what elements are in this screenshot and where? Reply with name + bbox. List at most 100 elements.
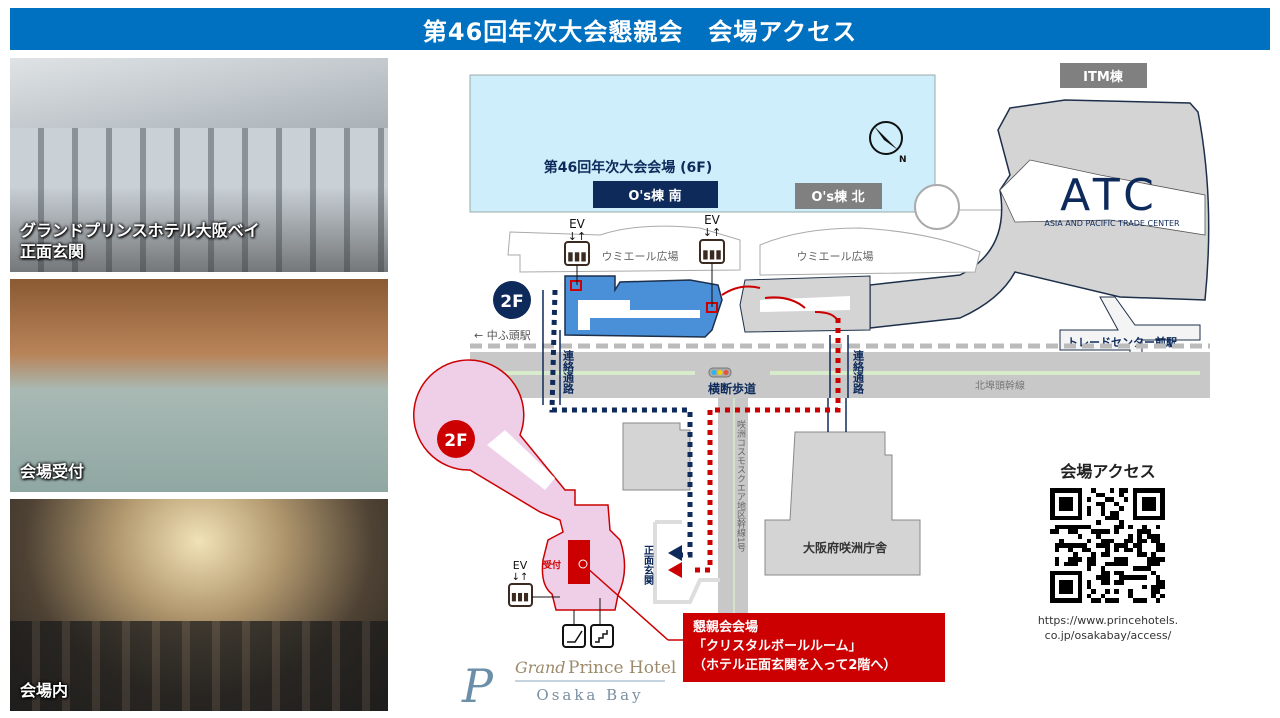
qr-module [1155,589,1161,594]
qr-module [1091,575,1096,580]
qr-module [1091,488,1096,493]
qr-module [1082,497,1087,502]
elevator-icon: EV ↓↑ ▮▮▮ [508,559,560,607]
qr-module [1077,593,1083,599]
qr-module [1077,570,1083,576]
qr-module [1128,515,1133,521]
qr-module [1091,598,1096,603]
qr-module [1059,598,1064,603]
qr-module [1095,543,1101,548]
qr-module [1082,566,1087,571]
qr-module [1054,593,1060,599]
itm-label: ITM棟 [1083,69,1124,85]
qr-module [1095,598,1101,603]
hotel-corridor [487,430,555,490]
qr-module [1118,556,1124,562]
qr-module [1077,533,1083,539]
qr-module [1068,529,1073,534]
qr-module [1095,529,1101,534]
qr-module [1146,547,1152,553]
qr-module [1050,575,1055,580]
qr-module [1141,538,1147,544]
qr-module [1141,566,1147,571]
qr-module [1132,556,1138,562]
qr-module [1132,570,1138,576]
qr-module [1132,593,1138,599]
qr-code[interactable] [1050,488,1165,603]
qr-module [1155,593,1161,599]
qr-module [1155,575,1161,580]
qr-module [1050,598,1055,603]
qr-module [1128,589,1133,594]
qr-module [1160,598,1165,603]
callout-leader [585,566,669,641]
qr-module [1118,566,1124,571]
qr-module [1109,579,1115,585]
qr-module [1155,501,1161,507]
qr-module [1132,515,1138,521]
qr-module [1146,543,1152,548]
qr-module [1095,589,1101,594]
qr-module [1068,524,1073,530]
qr-module [1105,520,1110,525]
qr-module [1132,501,1138,507]
qr-module [1100,584,1106,590]
qr-module [1059,488,1064,493]
qr-module [1072,561,1078,567]
qr-module [1077,552,1083,557]
qr-module [1114,492,1119,498]
qr-module [1091,543,1096,548]
qr-module [1141,501,1147,507]
qr-module [1059,538,1064,544]
qr-module [1063,552,1069,557]
qr-module [1128,529,1133,534]
qr-module [1091,556,1096,562]
qr-module [1118,579,1124,585]
qr-module [1114,561,1119,567]
qr-module [1141,533,1147,539]
qr-module [1077,589,1083,594]
qr-module [1132,520,1138,525]
photo-venue-interior: 会場内 [10,499,388,711]
qr-module [1063,488,1069,493]
ev-label: EV [704,213,721,227]
qr-module [1141,529,1147,534]
side-road-label: 咲洲コスモスクエア地区幹線1号 [735,419,746,553]
qr-module [1091,524,1096,530]
qr-module [1072,566,1078,571]
qr-module [1109,589,1115,594]
caption-line: 正面玄関 [20,242,85,261]
qr-module [1105,510,1110,516]
qr-module [1109,533,1115,539]
qr-module [1123,524,1129,530]
qr-module [1114,506,1119,511]
qr-module [1059,547,1064,553]
qr-module [1095,492,1101,498]
floor-badge-2f-hotel [437,420,475,458]
qr-module [1137,543,1142,548]
qr-module [1105,529,1110,534]
qr-module [1063,510,1069,516]
qr-module [1114,543,1119,548]
qr-module [1077,520,1083,525]
qr-module [1086,543,1092,548]
crosswalk-label: 横断歩道 [708,381,756,396]
qr-module [1137,575,1142,580]
qr-module [1072,538,1078,544]
qr-module [1132,524,1138,530]
qr-module [1059,497,1064,502]
access-url-link[interactable]: https://www.princehotels. co.jp/osakabay… [1025,613,1191,643]
photo-caption: グランドプリンスホテル大阪ベイ 正面玄関 [20,220,260,262]
qr-module [1086,492,1092,498]
light-blue [711,370,717,375]
qr-module [1155,497,1161,502]
qr-module [1146,515,1152,521]
qr-module [1077,515,1083,521]
qr-module [1137,497,1142,502]
qr-module [1109,547,1115,553]
qr-module [1123,529,1129,534]
qr-module [1105,589,1110,594]
plaza-east [759,227,981,276]
qr-module [1132,579,1138,585]
qr-module [1137,506,1142,511]
